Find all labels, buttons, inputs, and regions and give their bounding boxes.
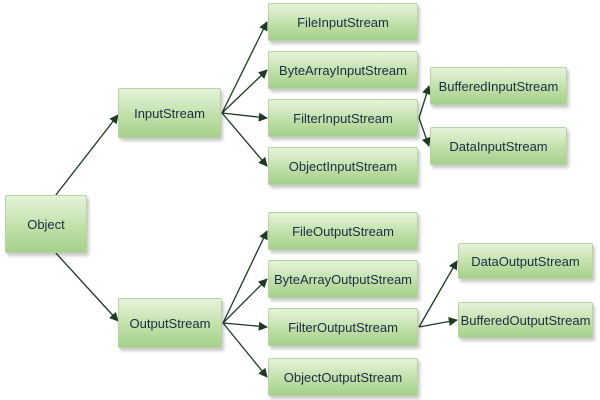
edge-filter-input-stream-to-data-input-stream [418, 117, 431, 147]
node-object-output-stream: ObjectOutputStream [268, 358, 418, 396]
edge-filter-input-stream-to-buffered-input-stream [418, 85, 431, 119]
node-data-input-stream: DataInputStream [430, 127, 567, 165]
node-input-stream: InputStream [118, 88, 221, 138]
node-buffered-input-stream: BufferedInputStream [430, 67, 567, 105]
node-object-label: Object [27, 216, 65, 232]
node-data-input-stream-label: DataInputStream [449, 138, 548, 154]
node-file-input-stream: FileInputStream [268, 3, 418, 41]
node-data-output-stream: DataOutputStream [458, 243, 593, 279]
edge-input-stream-to-filter-input-stream [221, 112, 268, 122]
node-file-input-stream-label: FileInputStream [297, 14, 389, 30]
node-object: Object [5, 195, 87, 253]
node-byte-array-output-stream: ByteArrayOutputStream [268, 260, 418, 298]
node-filter-input-stream-label: FilterInputStream [293, 110, 393, 126]
node-data-output-stream-label: DataOutputStream [471, 253, 580, 269]
edge-output-stream-to-byte-array-output-stream [222, 278, 268, 324]
edge-filter-output-stream-to-buffered-output-stream [418, 317, 458, 328]
node-output-stream: OutputStream [118, 298, 222, 348]
node-filter-output-stream-label: FilterOutputStream [288, 319, 398, 335]
edge-filter-output-stream-to-data-output-stream [418, 260, 458, 328]
edge-object-to-input-stream [55, 114, 119, 196]
node-filter-input-stream: FilterInputStream [268, 99, 418, 137]
node-file-output-stream-label: FileOutputStream [292, 223, 394, 239]
node-object-input-stream-label: ObjectInputStream [288, 158, 398, 174]
edge-output-stream-to-object-output-stream [222, 322, 268, 378]
node-byte-array-input-stream: ByteArrayInputStream [268, 51, 418, 89]
node-buffered-output-stream-label: BufferedOutputStream [460, 312, 591, 328]
node-object-input-stream: ObjectInputStream [268, 147, 418, 185]
node-file-output-stream: FileOutputStream [268, 212, 418, 250]
node-output-stream-label: OutputStream [129, 315, 211, 331]
node-input-stream-label: InputStream [134, 105, 205, 121]
node-object-output-stream-label: ObjectOutputStream [283, 369, 403, 385]
node-buffered-input-stream-label: BufferedInputStream [438, 78, 559, 94]
edge-input-stream-to-object-input-stream [221, 112, 268, 167]
edge-output-stream-to-filter-output-stream [222, 321, 268, 331]
edge-input-stream-to-byte-array-input-stream [221, 69, 268, 114]
edge-input-stream-to-file-input-stream [221, 21, 268, 114]
node-buffered-output-stream: BufferedOutputStream [458, 302, 593, 338]
node-filter-output-stream: FilterOutputStream [268, 308, 418, 346]
node-byte-array-input-stream-label: ByteArrayInputStream [279, 62, 407, 78]
edge-output-stream-to-file-output-stream [222, 230, 268, 324]
node-byte-array-output-stream-label: ByteArrayOutputStream [274, 271, 412, 287]
edge-object-to-output-stream [55, 252, 119, 322]
